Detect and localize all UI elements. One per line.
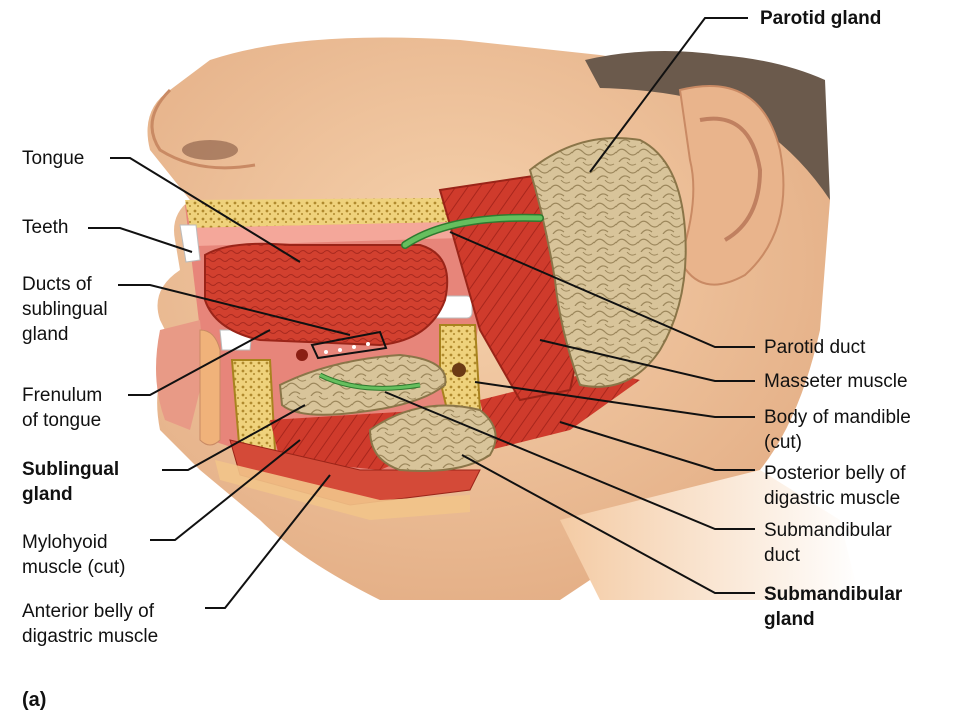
label-parotid-gland: Parotid gland xyxy=(760,8,882,29)
leader-line-masseter xyxy=(539,339,755,382)
leader-line-anterior-belly xyxy=(205,474,331,609)
label-anterior-belly-digastric: Anterior belly of digastric muscle xyxy=(22,601,159,647)
leader-line-frenulum xyxy=(128,329,271,396)
leader-line-submandibular-gland xyxy=(461,454,755,594)
submandibular-duct-shape xyxy=(318,372,421,391)
leader-line-ducts xyxy=(118,284,351,336)
label-masseter-muscle: Masseter muscle xyxy=(764,371,908,392)
leader-line-tongue xyxy=(110,157,301,263)
label-mylohyoid-muscle: Mylohyoid muscle (cut) xyxy=(22,532,126,578)
leader-line-submandibular-duct xyxy=(384,391,755,530)
parotid-gland-shape xyxy=(528,137,687,388)
panel-label: (a) xyxy=(22,689,47,711)
upper-teeth xyxy=(179,224,473,319)
hair xyxy=(585,51,830,200)
submandibular-gland-shape xyxy=(368,404,497,472)
leader-line-mylohyoid xyxy=(150,439,301,541)
leader-line-teeth xyxy=(88,227,193,253)
label-teeth: Teeth xyxy=(22,217,69,238)
leader-line-parotid-gland xyxy=(589,17,748,173)
label-frenulum-of-tongue: Frenulum of tongue xyxy=(22,385,103,431)
leader-line-posterior-belly xyxy=(559,421,755,471)
label-tongue: Tongue xyxy=(22,148,85,169)
tongue-shape xyxy=(204,242,449,347)
label-sublingual-gland: Sublingual gland xyxy=(22,459,120,505)
mandible-cut-front xyxy=(230,359,277,457)
leader-lines xyxy=(88,17,755,609)
label-ducts-of-sublingual-gland: Ducts of sublingual gland xyxy=(22,274,108,345)
ear xyxy=(678,85,785,286)
digastric-anterior-shape xyxy=(215,439,481,520)
sublingual-duct-openings xyxy=(296,330,388,361)
leader-line-sublingual xyxy=(162,404,306,471)
label-parotid-duct: Parotid duct xyxy=(764,337,866,358)
label-submandibular-gland: Submandibular gland xyxy=(764,584,903,630)
label-body-of-mandible: Body of mandible (cut) xyxy=(764,407,911,453)
label-submandibular-duct: Submandibular duct xyxy=(764,520,892,566)
label-posterior-belly-digastric: Posterior belly of digastric muscle xyxy=(764,463,906,509)
parotid-duct-shape xyxy=(401,213,544,249)
leader-line-parotid-duct xyxy=(449,231,755,348)
leader-line-mandible xyxy=(474,381,755,418)
